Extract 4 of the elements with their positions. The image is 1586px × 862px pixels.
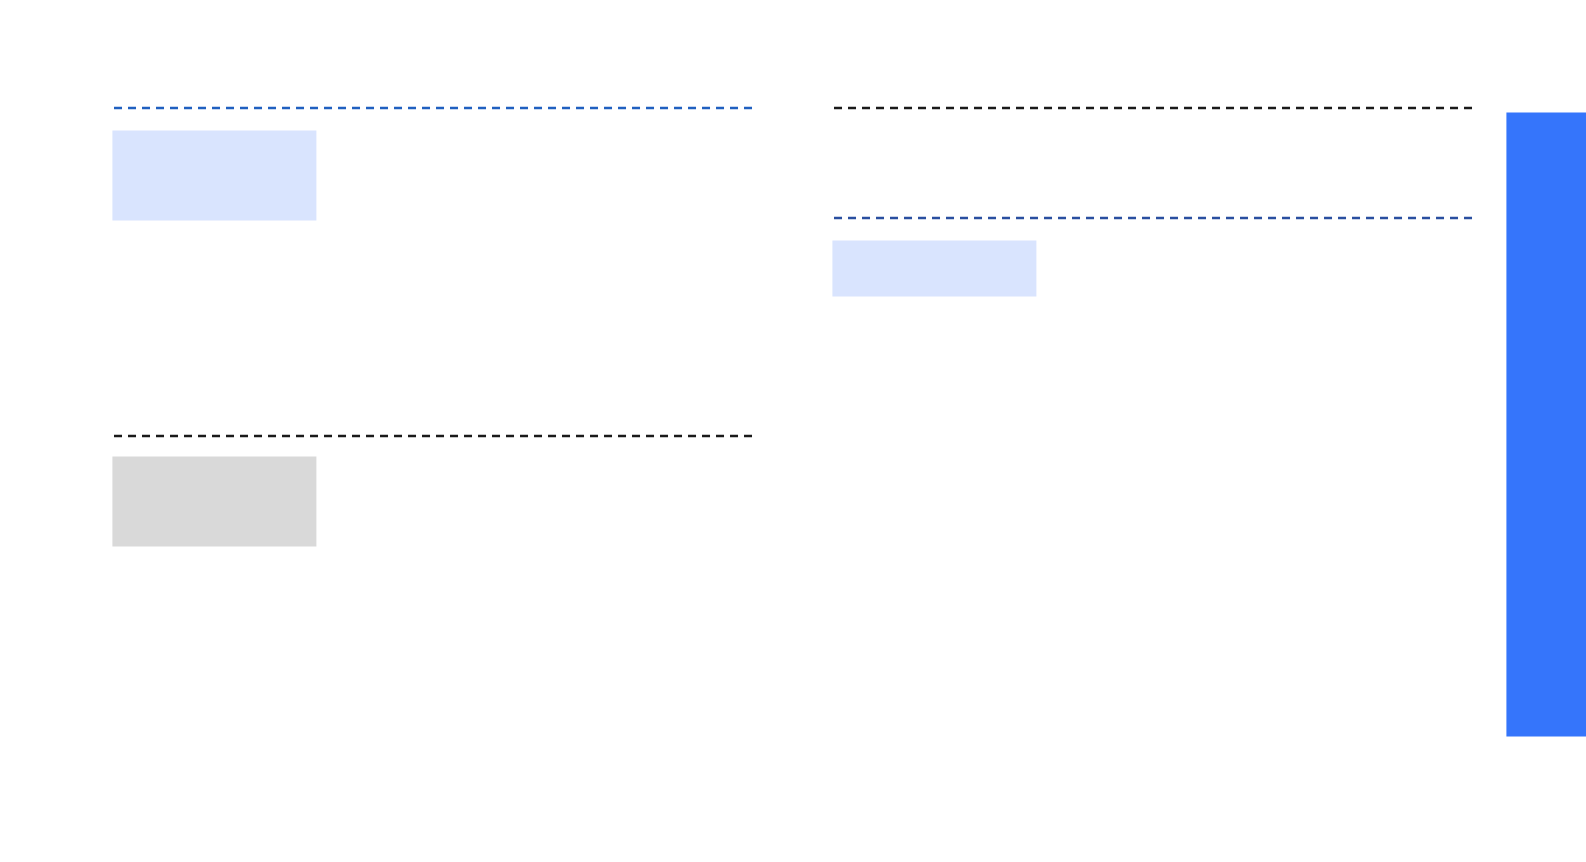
shaded-box — [832, 240, 1037, 297]
side-tab — [1506, 112, 1586, 737]
shaded-box — [112, 456, 317, 547]
shaded-box — [112, 130, 317, 221]
